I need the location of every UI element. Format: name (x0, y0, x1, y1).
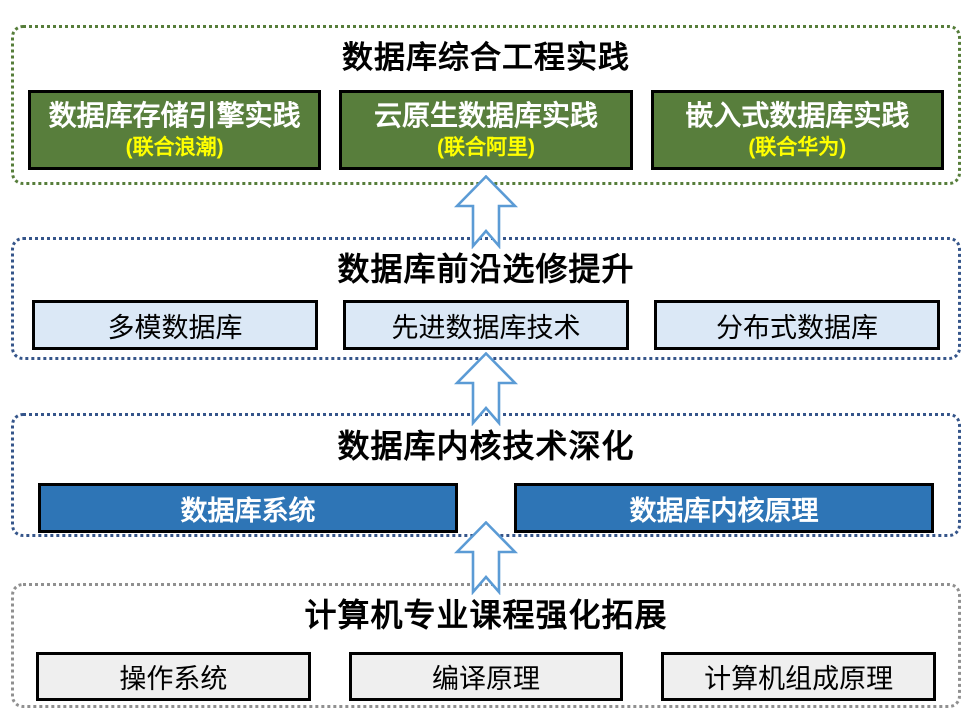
course-box-distributed-db: 分布式数据库 (654, 300, 940, 350)
tier-comprehensive-practice: 数据库综合工程实践 数据库存储引擎实践 (联合浪潮) 云原生数据库实践 (联合阿… (11, 25, 961, 185)
course-label: 嵌入式数据库实践 (685, 100, 910, 131)
course-label: 多模数据库 (107, 312, 243, 343)
course-label: 云原生数据库实践 (373, 100, 598, 131)
course-label: 编译原理 (432, 664, 540, 694)
course-partner-label: (联合浪潮) (125, 136, 224, 159)
tier-title-comprehensive-practice: 数据库综合工程实践 (342, 40, 630, 75)
up-arrow-icon (454, 175, 518, 249)
course-label: 数据库内核原理 (629, 495, 819, 526)
course-box-storage-engine: 数据库存储引擎实践 (联合浪潮) (28, 90, 322, 170)
course-box-computer-organization: 计算机组成原理 (661, 652, 937, 701)
tier-frontier-electives: 数据库前沿选修提升 多模数据库 先进数据库技术 分布式数据库 (11, 237, 961, 360)
tier-title-frontier-electives: 数据库前沿选修提升 (337, 251, 635, 287)
course-box-multimodel-db: 多模数据库 (32, 300, 318, 350)
course-box-compiler-principles: 编译原理 (348, 652, 624, 701)
course-row-practice: 数据库存储引擎实践 (联合浪潮) 云原生数据库实践 (联合阿里) 嵌入式数据库实… (14, 90, 958, 170)
course-box-database-systems: 数据库系统 (38, 483, 458, 533)
tier-cs-foundation: 计算机专业课程强化拓展 操作系统 编译原理 计算机组成原理 (11, 583, 961, 708)
course-label: 数据库系统 (180, 495, 316, 526)
up-arrow-icon (454, 352, 518, 426)
course-box-advanced-db-tech: 先进数据库技术 (343, 300, 629, 350)
course-row-kernel: 数据库系统 数据库内核原理 (14, 483, 958, 533)
course-partner-label: (联合阿里) (436, 136, 535, 159)
up-arrow-icon (454, 521, 518, 595)
tier-title-kernel-deepening: 数据库内核技术深化 (337, 428, 635, 464)
course-label: 数据库存储引擎实践 (48, 100, 301, 131)
course-label: 分布式数据库 (716, 312, 878, 343)
tier-kernel-deepening: 数据库内核技术深化 数据库系统 数据库内核原理 (11, 413, 961, 537)
course-label: 操作系统 (119, 664, 228, 694)
course-box-operating-systems: 操作系统 (36, 652, 311, 701)
course-label: 计算机组成原理 (704, 664, 894, 694)
course-box-embedded: 嵌入式数据库实践 (联合华为) (650, 90, 944, 170)
course-row-foundation: 操作系统 编译原理 计算机组成原理 (14, 652, 958, 701)
course-row-electives: 多模数据库 先进数据库技术 分布式数据库 (14, 300, 958, 350)
course-box-cloud-native: 云原生数据库实践 (联合阿里) (339, 90, 633, 170)
course-partner-label: (联合华为) (748, 136, 847, 159)
tier-title-cs-foundation: 计算机专业课程强化拓展 (304, 597, 668, 633)
course-label: 先进数据库技术 (391, 312, 581, 343)
course-box-kernel-principles: 数据库内核原理 (514, 483, 934, 533)
